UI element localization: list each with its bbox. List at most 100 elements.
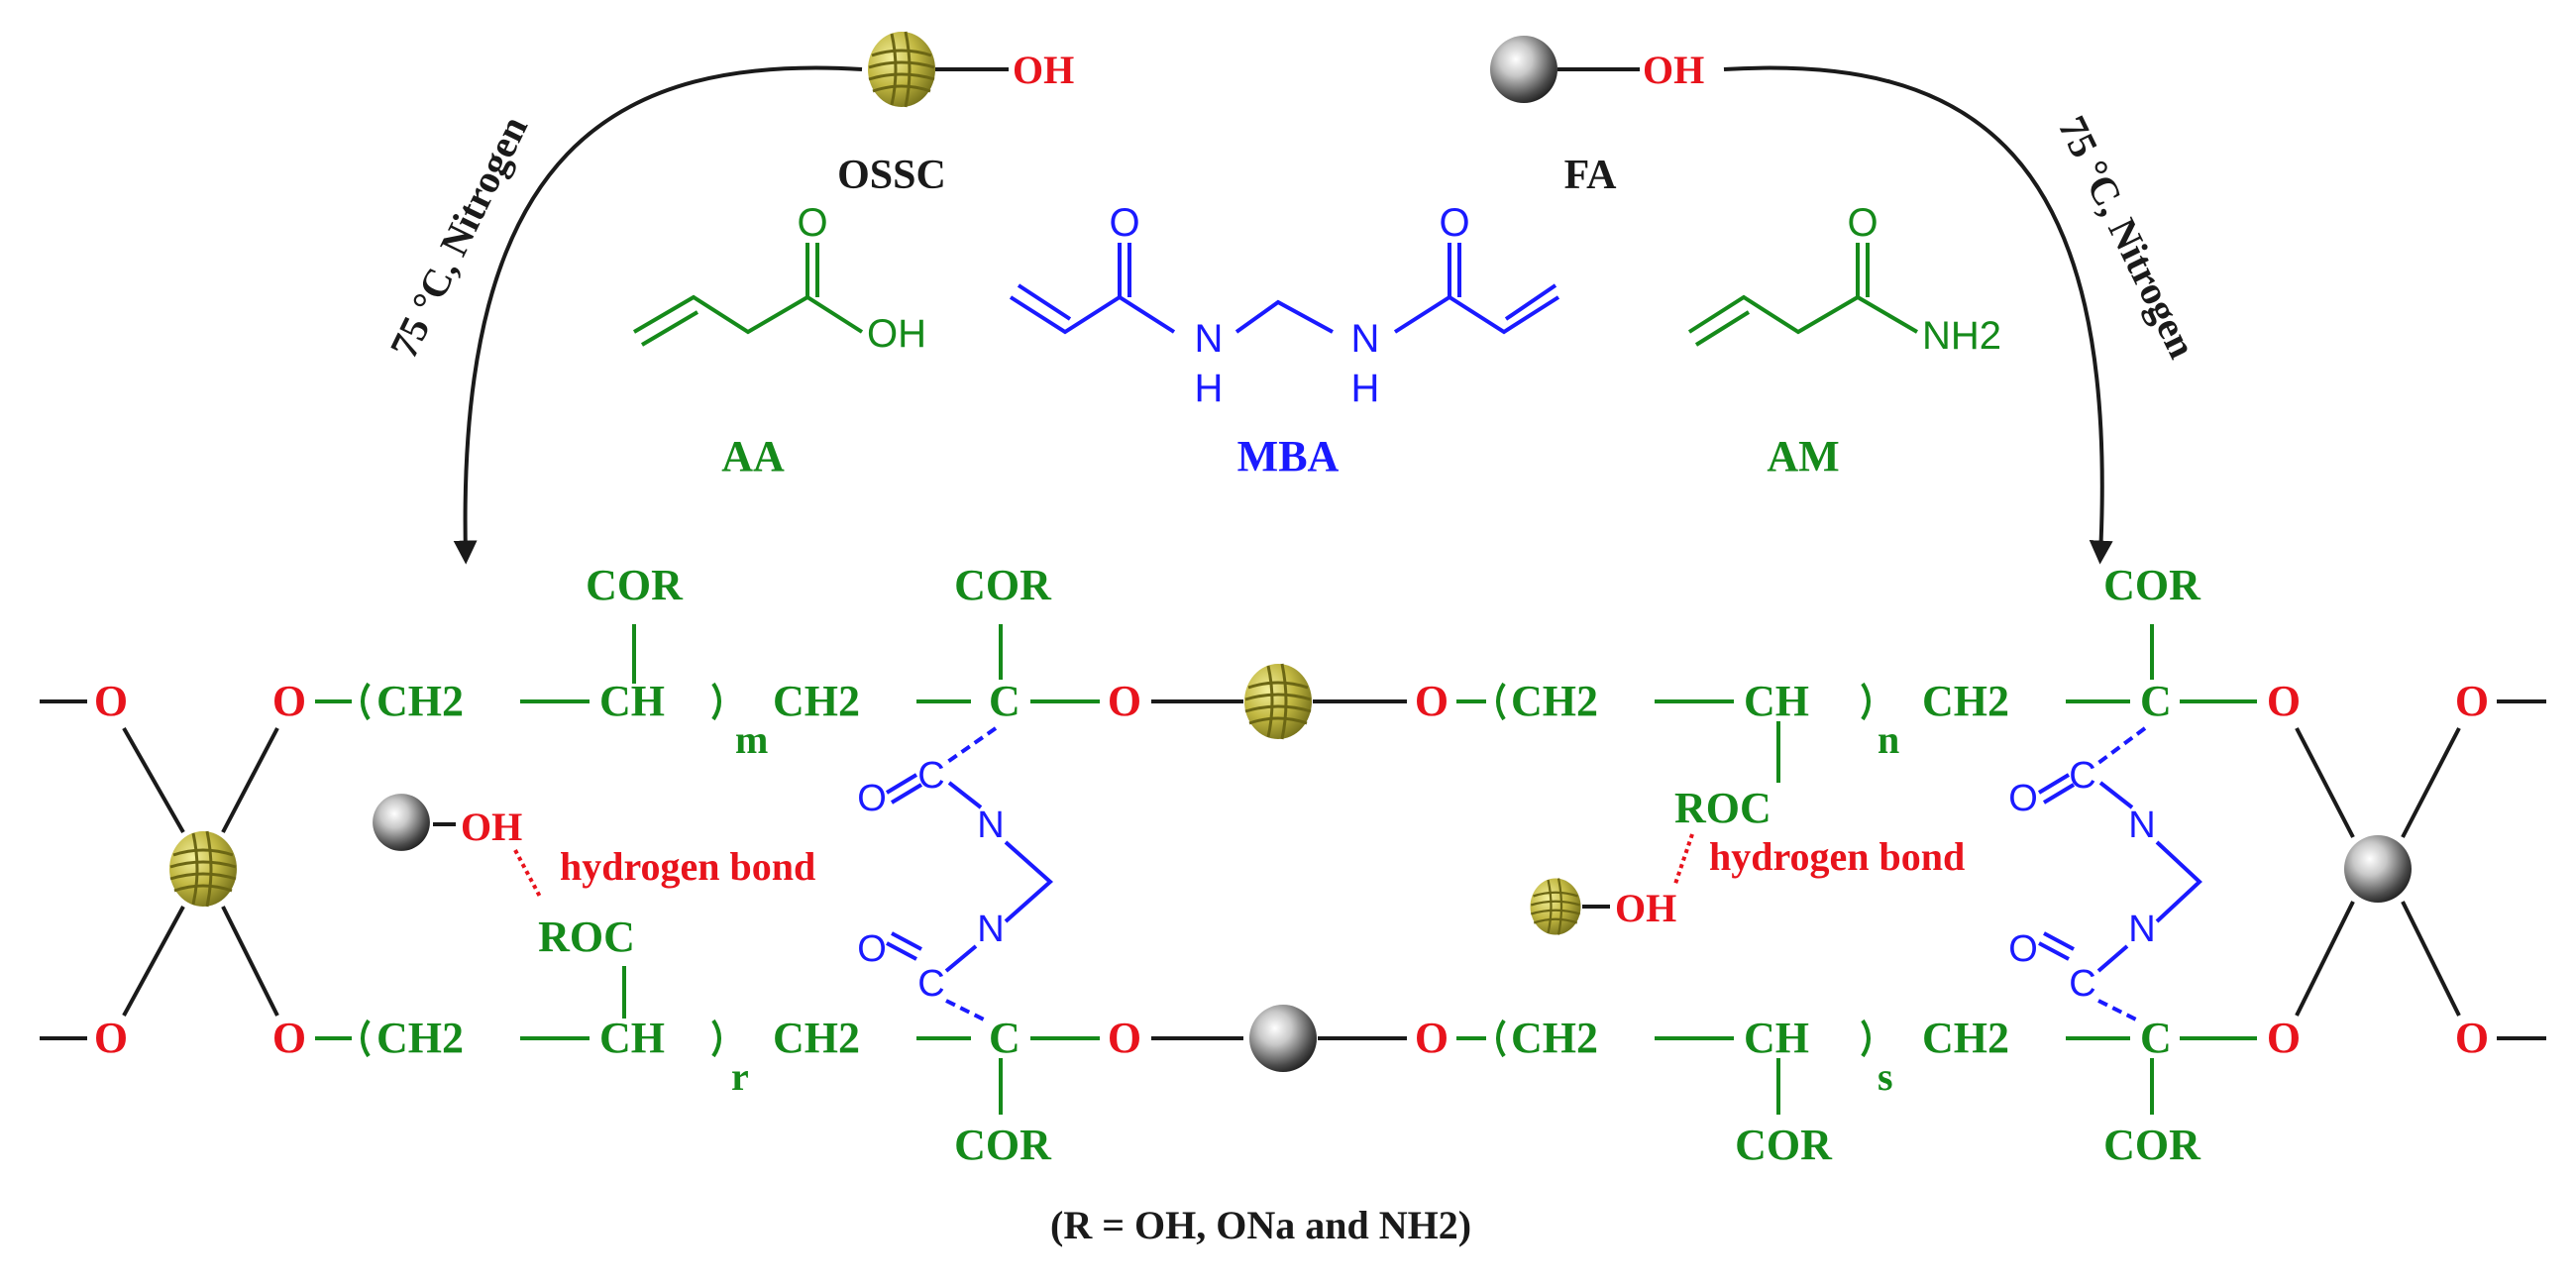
left-bridge-oxygen-top: O (857, 778, 887, 819)
bottom-cor-left-quat: COR (954, 1121, 1052, 1169)
mba-hydrogen-right: H (1351, 367, 1380, 410)
bottom-c-left: C (989, 1014, 1020, 1062)
aa-hydroxyl: OH (867, 312, 926, 356)
top-roc-n: ROC (1674, 784, 1771, 832)
left-hydrogen-bond-group: OH hydrogen bond (373, 794, 815, 898)
bottom-roc-r: ROC (538, 912, 635, 961)
top-ch2-m: CH2 (376, 677, 464, 725)
fa-particle-icon (1490, 36, 1557, 103)
bottom-cor-right-quat: COR (2103, 1121, 2201, 1169)
bottom-oxygen-fa-right: O (1415, 1014, 1449, 1062)
network-ossc-particle-icon (1242, 662, 1314, 741)
top-cor-m: COR (586, 561, 684, 609)
am-oxygen: O (1847, 201, 1878, 245)
top-c-right: C (2140, 677, 2172, 725)
right-bridge-c-top: C (2069, 755, 2095, 797)
left-hbond-label: hydrogen bond (560, 844, 815, 889)
left-bridge-oxygen-bottom: O (857, 928, 887, 970)
am-amine: NH2 (1922, 314, 2001, 358)
condition-right: 75 °C, Nitrogen (2050, 109, 2205, 365)
aa-oxygen: O (797, 201, 827, 245)
left-mba-bridge: C O N N O C (857, 726, 1054, 1022)
node-fa-particle-icon (2344, 835, 2412, 903)
ossc-oh-label: OH (1013, 48, 1074, 92)
am-structure: O NH2 AM (1687, 201, 2001, 481)
right-reaction-arrow (1723, 65, 2113, 565)
bottom-c-right: C (2140, 1014, 2172, 1062)
am-name: AM (1767, 432, 1839, 481)
mba-structure: O O N H N H MBA (1009, 201, 1560, 481)
left-bridge-n-bottom: N (977, 909, 1004, 950)
mba-nitrogen-right: N (1351, 317, 1380, 361)
aa-structure: O OH AA (632, 201, 926, 481)
right-free-oh: OH (1615, 886, 1676, 930)
ossc-name: OSSC (837, 153, 946, 198)
left-ossc-node (122, 727, 279, 1017)
fa-reagent: OH FA (1490, 36, 1704, 198)
right-bridge-oxygen-top: O (2008, 778, 2038, 819)
subscript-m: m (735, 717, 768, 762)
bottom-left-oxygen-outer: O (94, 1014, 128, 1062)
bottom-right-oxygen: O (2267, 1014, 2301, 1062)
right-hbond-label: hydrogen bond (1709, 834, 1965, 879)
subscript-r: r (731, 1054, 749, 1099)
footnote: (R = OH, ONa and NH2) (1050, 1203, 1471, 1247)
bottom-oxygen-fa-left: O (1108, 1014, 1141, 1062)
right-fa-node (2295, 727, 2461, 1017)
bottom-ch-r: CH (599, 1014, 665, 1062)
top-ch2-link-right: CH2 (1922, 677, 2009, 725)
mba-nitrogen-left: N (1195, 317, 1224, 361)
left-bridge-c-bottom: C (917, 963, 944, 1005)
free-fa-particle-icon (373, 794, 430, 851)
top-ch-n: CH (1744, 677, 1809, 725)
bottom-chain: O O CH2 CH ROC r CH2 C COR O O CH2 CH CO… (40, 912, 2546, 1169)
ossc-particle-icon (866, 30, 937, 109)
mba-hydrogen-left: H (1195, 367, 1224, 410)
mba-oxygen-left: O (1109, 201, 1139, 245)
bottom-ch2-link: CH2 (773, 1014, 860, 1062)
top-ch2-n: CH2 (1511, 677, 1598, 725)
network-fa-particle-icon (1249, 1005, 1317, 1072)
left-hbond-dots (513, 849, 542, 898)
subscript-s: s (1878, 1054, 1893, 1099)
right-bridge-oxygen-bottom: O (2008, 928, 2038, 970)
top-oxygen-ossc-left: O (1108, 677, 1141, 725)
mba-oxygen-right: O (1439, 201, 1469, 245)
subscript-n: n (1878, 717, 1899, 762)
top-left-oxygen: O (272, 677, 306, 725)
right-bridge-c-bottom: C (2069, 963, 2095, 1005)
ossc-reagent: OH OSSC (837, 30, 1074, 198)
node-ossc-particle-icon (167, 829, 239, 909)
right-mba-bridge: C O N N O C (2008, 726, 2202, 1022)
bottom-ch2-r: CH2 (376, 1014, 464, 1062)
top-left-oxygen-outer: O (94, 677, 128, 725)
left-reaction-arrow (453, 65, 863, 565)
right-hbond-dots (1672, 833, 1694, 888)
right-bridge-n-top: N (2128, 805, 2155, 846)
fa-oh-label: OH (1643, 48, 1704, 92)
top-oxygen-ossc-right: O (1415, 677, 1449, 725)
top-ch-m: CH (599, 677, 665, 725)
bottom-ch2-s: CH2 (1511, 1014, 1598, 1062)
mba-name: MBA (1237, 432, 1340, 481)
top-right-oxygen: O (2267, 677, 2301, 725)
bottom-left-oxygen: O (272, 1014, 306, 1062)
bottom-right-oxygen-outer: O (2455, 1014, 2489, 1062)
top-ch2-link: CH2 (773, 677, 860, 725)
bottom-ch-s: CH (1744, 1014, 1809, 1062)
free-ossc-particle-icon (1529, 877, 1582, 936)
bottom-cor-s: COR (1735, 1121, 1833, 1169)
fa-name: FA (1564, 153, 1618, 198)
left-free-oh: OH (461, 805, 522, 849)
top-right-oxygen-outer: O (2455, 677, 2489, 725)
aa-name: AA (721, 432, 785, 481)
right-hydrogen-bond-group: ROC hydrogen bond OH (1529, 784, 1965, 936)
top-cor-left-quat: COR (954, 561, 1052, 609)
top-cor-right-quat: COR (2103, 561, 2201, 609)
top-c-left: C (989, 677, 1020, 725)
left-bridge-c-top: C (917, 755, 944, 797)
right-bridge-n-bottom: N (2128, 909, 2155, 950)
left-bridge-n-top: N (977, 805, 1004, 846)
top-chain: O O CH2 CH COR m CH2 C COR O O CH2 CH n … (40, 561, 2546, 783)
